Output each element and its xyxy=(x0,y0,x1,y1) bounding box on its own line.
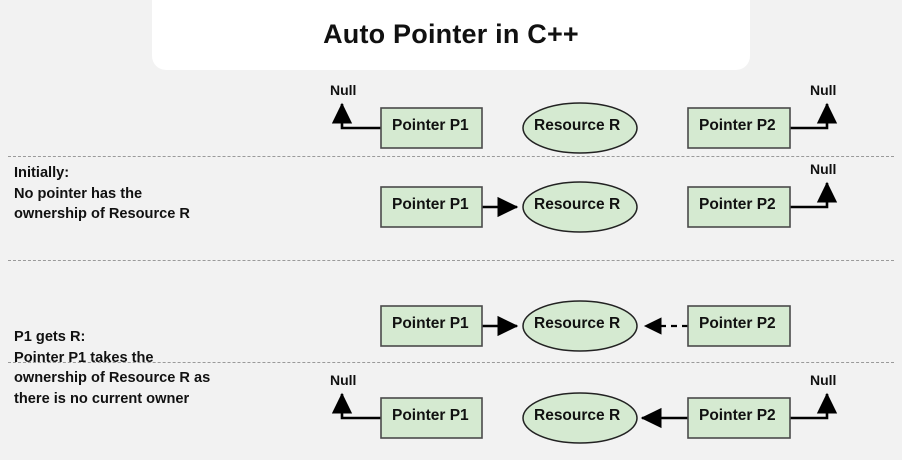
pointer-p1-box[interactable] xyxy=(380,186,483,228)
step-4-diagram: Null Null Pointer P1 Resource R Pointer … xyxy=(320,366,902,460)
pointer-p2-box[interactable] xyxy=(687,186,791,228)
pointer-p1-box[interactable] xyxy=(380,107,483,149)
resource-r-ellipse[interactable] xyxy=(522,181,638,233)
pointer-p1-box[interactable] xyxy=(380,397,483,439)
step-1-caption: Initially: No pointer has the ownership … xyxy=(14,163,324,225)
pointer-p2-box[interactable] xyxy=(687,397,791,439)
p1-null-arrow xyxy=(331,392,381,420)
resource-r-ellipse[interactable] xyxy=(522,102,638,154)
step-row-1: Initially: No pointer has the ownership … xyxy=(0,78,902,222)
p2-null-arrow xyxy=(790,102,838,130)
step-2-line4: there is no current owner xyxy=(14,390,190,407)
step-row-2: P1 gets R: Pointer P1 takes the ownershi… xyxy=(0,160,902,407)
step-2-diagram: Null Pointer P1 Resource R Pointer P2 xyxy=(320,160,902,260)
p2-null-arrow xyxy=(790,392,838,420)
pointer-p2-box[interactable] xyxy=(687,107,791,149)
step-row-4: P2 gets R: Pointer P2 gets the ownership… xyxy=(0,366,902,460)
step-2-line3: ownership of Resource R as xyxy=(14,370,211,386)
p1-null-arrow xyxy=(331,102,381,130)
resource-r-ellipse[interactable] xyxy=(522,392,638,444)
step-1-heading: Initially: xyxy=(14,165,70,181)
page-title: Auto Pointer in C++ xyxy=(323,18,579,49)
p2-null-arrow xyxy=(790,181,838,209)
title-panel: Auto Pointer in C++ xyxy=(152,0,750,70)
step-2-heading: P1 gets R: xyxy=(14,329,86,345)
step-3-diagram: Pointer P1 Resource R Pointer P2 xyxy=(320,264,902,362)
row-divider-1 xyxy=(8,156,894,157)
row-divider-2 xyxy=(8,260,894,261)
step-2-line2: Pointer P1 takes the xyxy=(14,349,154,366)
pointer-p1-box[interactable] xyxy=(380,305,483,347)
step-1-line2: No pointer has the xyxy=(14,185,143,202)
row-divider-3 xyxy=(8,362,894,363)
step-1-line3: ownership of Resource R xyxy=(14,206,190,222)
step-1-diagram: Null Null Pointer P1 Resource R Pointer … xyxy=(320,78,902,156)
pointer-p2-box[interactable] xyxy=(687,305,791,347)
resource-r-ellipse[interactable] xyxy=(522,300,638,352)
step-row-3: P2 wants R: Pointer P2 wants the ownersh… xyxy=(0,264,902,362)
step-2-caption: P1 gets R: Pointer P1 takes the ownershi… xyxy=(14,327,324,409)
